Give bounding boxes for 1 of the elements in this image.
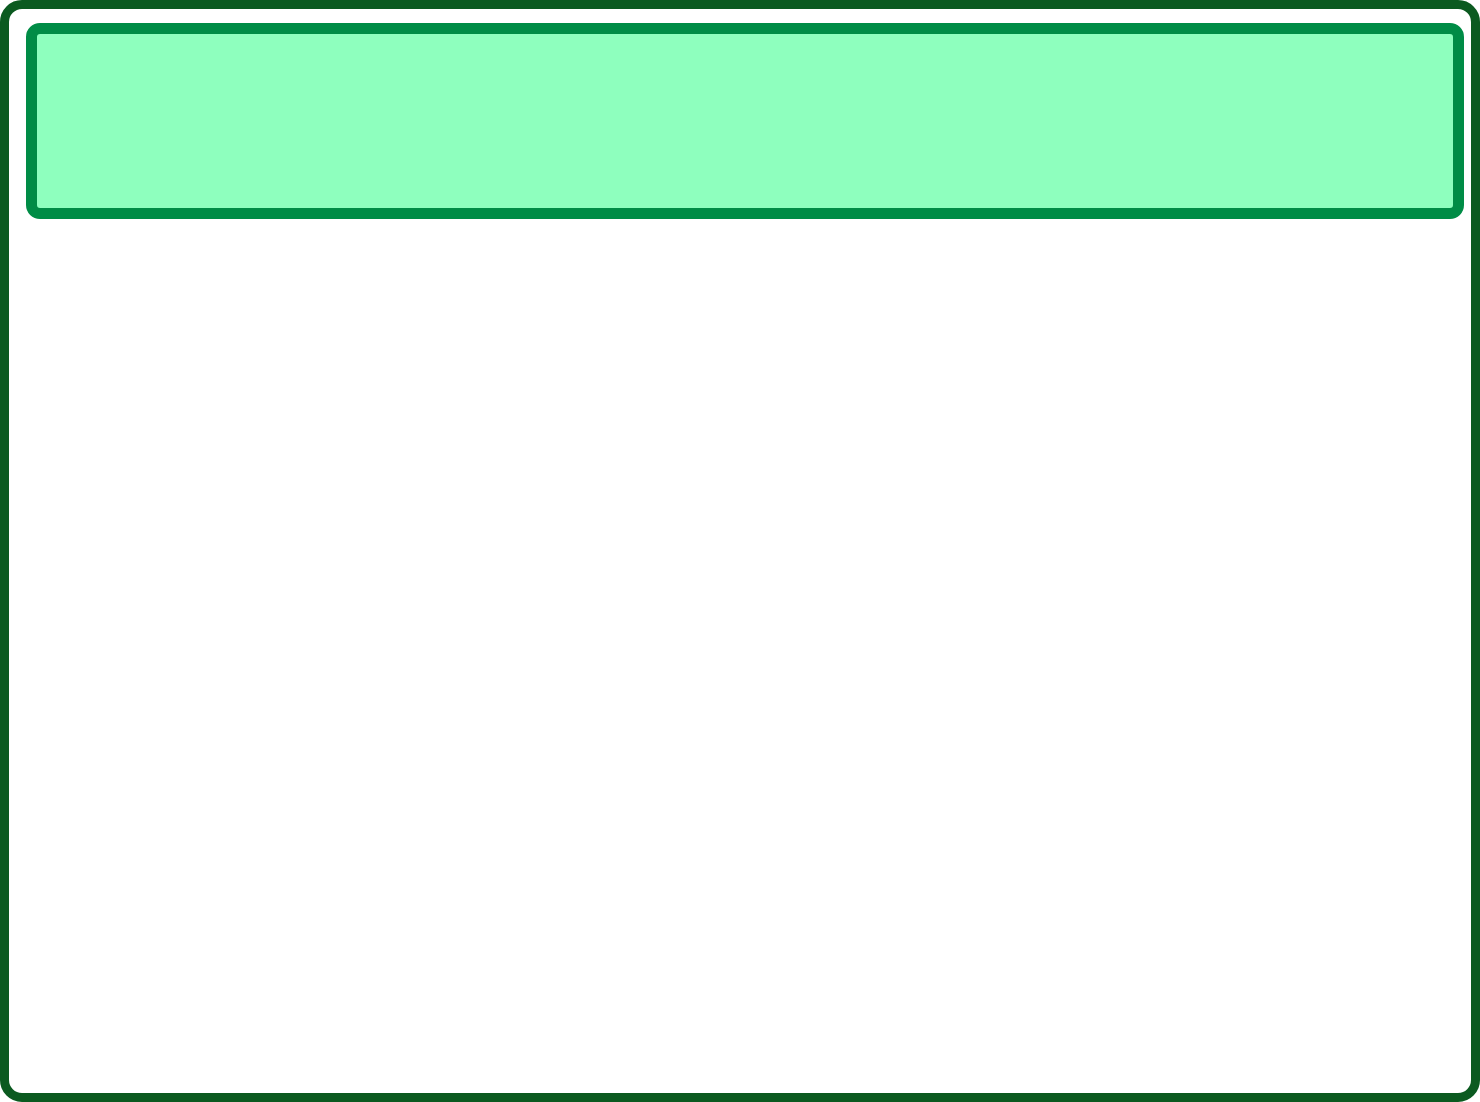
- header-band: [26, 23, 1464, 219]
